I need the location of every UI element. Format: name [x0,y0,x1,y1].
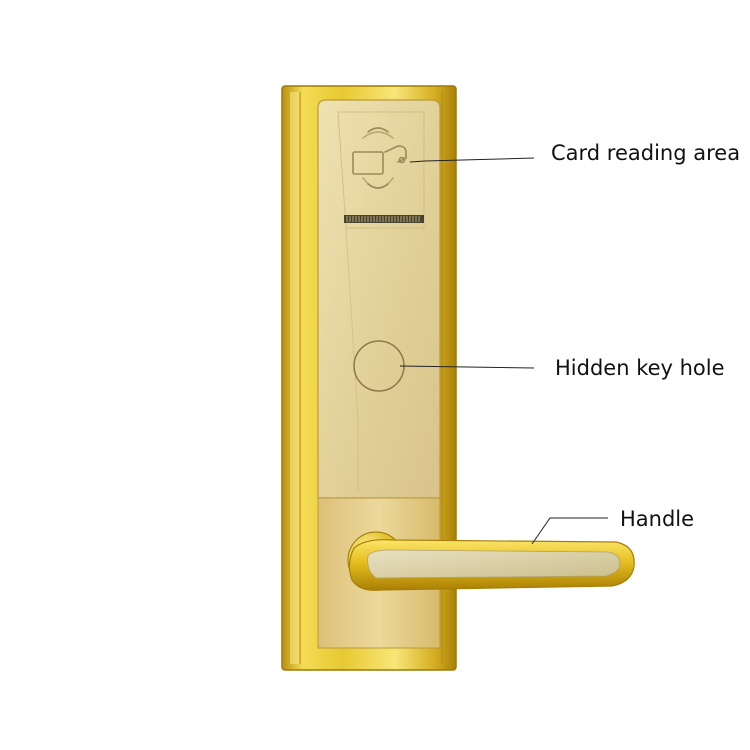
lock-body [281,85,635,671]
card-reader-strip [344,215,424,223]
label-card-reading-area: Card reading area [551,141,741,165]
label-hidden-key-hole: Hidden key hole [555,356,725,380]
leader-lines [399,157,608,545]
leader-handle [531,517,608,545]
leader-keyhole [399,365,535,369]
plate-edge-left [290,92,300,664]
handle-grip-inlay [367,549,621,579]
leader-card [409,157,535,163]
contactless-card-icon [352,127,407,189]
reader-panel [317,99,441,499]
label-handle: Handle [620,507,695,531]
